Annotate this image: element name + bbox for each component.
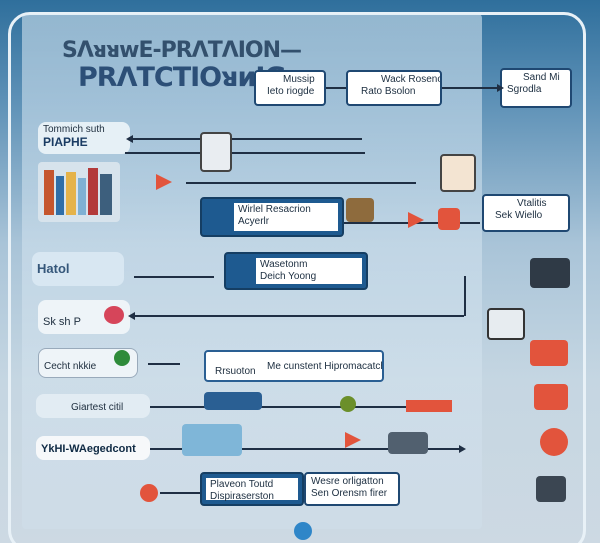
center-box-4-line2: Dispiraserston [210,491,274,502]
center-box-1[interactable]: Wirlel Resacrion Acyerlr [200,197,344,237]
top-box-1-line1: Mussip [283,74,315,85]
left-item-1-line1: Tommich suth [43,124,105,135]
document-icon [440,154,476,192]
connector-left-3 [134,276,214,278]
connector-top-1 [326,87,346,89]
red-button-icon-2 [534,384,568,410]
center-box-4-line1: Plaveon Toutd [210,479,274,490]
center-box-4[interactable]: Plaveon Toutd Dispiraserston [200,472,304,506]
folder-icon [182,424,242,456]
green-leaf-icon [340,396,356,412]
orange-dot-icon [140,484,158,502]
orange-arrow-1 [156,174,172,190]
center-box-5[interactable]: Wesre orligatton Sen Orensm firer [304,472,400,506]
green-dot-icon [114,350,130,366]
connector-left-6 [150,406,410,408]
device-icon [200,132,232,172]
left-item-2-line1: Hatol [37,261,70,276]
connector-left-7 [150,445,466,453]
top-box-3-line1: Sand Mi [523,72,560,83]
left-item-5[interactable]: Giartest citil [36,394,150,418]
connector-left-2 [186,182,416,184]
center-box-2-line1: Wasetonm [260,259,308,270]
bottom-circle-icon [294,522,312,540]
left-item-5-line1: Giartest citil [71,402,124,413]
left-item-6-line1: YkHI-WAegedcont [41,443,136,455]
screen-icon [487,308,525,340]
center-box-1-line1: Wirlel Resacrion [238,204,311,215]
red-circle-icon [540,428,568,456]
left-item-1[interactable]: Tommich suth PIAPHE [38,122,130,154]
top-box-1[interactable]: Mussip Ieto riogde [254,70,326,106]
connector-left-2b [240,222,480,224]
right-box[interactable]: Vtalitis Sek Wiello [482,194,570,232]
top-box-3-line2: Sgrodla [507,84,542,95]
left-item-6[interactable]: YkHI-WAegedcont [36,436,150,460]
connector-left-1b [125,152,365,154]
top-box-2-line1: Wack Rosenok [381,74,442,85]
diagram-title-line2: PRΛTCTIOᴚᴎIG [78,62,287,93]
heart-icon [104,306,124,324]
camera-icon [388,432,428,454]
wallet-icon [346,198,374,222]
connector-left-4 [128,312,464,320]
connector-top-2 [442,84,504,92]
left-item-1-line2: PIAPHE [43,135,88,149]
center-box-2[interactable]: Wasetonm Deich Yoong [224,252,368,290]
top-box-2[interactable]: Wack Rosenok Rato Bsolon [346,70,442,106]
center-box-3-line1: Me cunstent Hipromacatch [267,361,384,372]
orange-bar [406,400,452,412]
top-box-3[interactable]: Sand Mi Sgrodla [500,68,572,108]
connector-left-5 [148,363,180,365]
dark-device-icon [536,476,566,502]
diagram-title-line1: SΛᴚᴚᴡE-PRΛTΛION— [62,38,302,63]
top-box-2-line2: Rato Bsolon [361,86,416,97]
red-button-icon [530,340,568,366]
small-label: Rrsuoton [215,366,256,377]
top-box-1-line2: Ieto riogde [267,86,315,97]
orange-square-icon [438,208,460,230]
bookshelf-icon [38,162,120,222]
center-box-5-line1: Wesre orligatton [311,476,384,487]
connector-left-1 [126,135,362,143]
center-box-5-line2: Sen Orensm firer [311,488,388,499]
center-box-3[interactable]: Me cunstent Hipromacatch [204,350,384,382]
center-box-1-line2: Acyerlr [238,216,270,227]
left-item-3-line1: Sk sh P [43,316,81,328]
connector-left-4v [464,276,466,316]
blue-bar-icon [204,392,262,410]
center-box-2-line2: Deich Yoong [260,271,317,282]
right-box-line1: Vtalitis [517,198,547,209]
monitor-icon [530,258,570,288]
connector-left-8 [160,492,200,494]
right-box-line2: Sek Wiello [495,210,543,221]
left-item-4-line1: Cecht nkkie [44,361,97,372]
orange-arrow-2 [408,212,424,228]
orange-arrow-3 [345,432,361,448]
left-item-2[interactable]: Hatol [32,252,124,286]
window-frame [8,12,586,543]
